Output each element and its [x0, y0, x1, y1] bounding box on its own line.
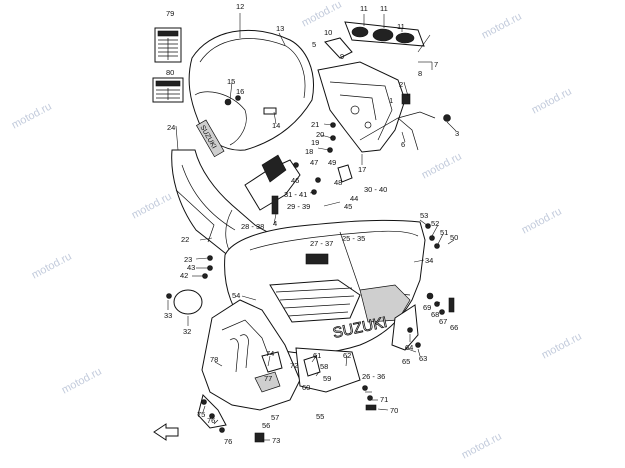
callout-14: 14 — [272, 121, 280, 130]
leader-lines — [167, 13, 457, 441]
callout-49: 49 — [328, 158, 336, 167]
callout-labels: 79 80 12 13 11 11 11 10 5 9 7 8 2 1 3 6 … — [164, 2, 459, 446]
callout-19: 19 — [311, 138, 319, 147]
callout-59: 59 — [323, 374, 331, 383]
callout-61: 61 — [313, 351, 321, 360]
callout-6: 6 — [401, 140, 405, 149]
callout-44: 44 — [350, 194, 358, 203]
callout-62: 62 — [343, 351, 351, 360]
callout-26-36: 26 - 36 — [362, 372, 385, 381]
callout-79: 79 — [166, 9, 174, 18]
callout-22: 22 — [181, 235, 189, 244]
callout-16: 16 — [236, 87, 244, 96]
callout-20: 20 — [316, 130, 324, 139]
callout-8: 8 — [418, 69, 422, 78]
callout-67: 67 — [439, 317, 447, 326]
front-arrow-icon — [153, 423, 179, 441]
callout-11: 11 — [380, 4, 388, 13]
callout-56: 56 — [262, 421, 270, 430]
callout-73: 73 — [272, 436, 280, 445]
callout-50: 50 — [450, 233, 458, 242]
callout-12: 12 — [236, 2, 244, 11]
callout-28-38: 28 - 38 — [241, 222, 264, 231]
fairing-bracket — [317, 61, 451, 153]
callout-10: 10 — [324, 28, 332, 37]
callout-43: 43 — [187, 263, 195, 272]
callout-74: 74 — [266, 349, 274, 358]
callout-53: 53 — [420, 211, 428, 220]
callout-7: 7 — [434, 60, 438, 69]
mirror-cover — [173, 289, 203, 315]
callout-2: 2 — [399, 80, 403, 89]
callout-72: 72 — [290, 361, 298, 370]
callout-27-37: 27 - 37 — [310, 239, 333, 248]
callout-25-35: 25 - 35 — [342, 234, 365, 243]
callout-60: 60 — [302, 383, 310, 392]
callout-1: 1 — [389, 96, 393, 105]
callout-17: 17 — [358, 165, 366, 174]
callout-45: 45 — [344, 202, 352, 211]
callout-70: 70 — [390, 406, 398, 415]
callout-78: 78 — [210, 355, 218, 364]
label-card-80 — [152, 77, 184, 103]
callout-58: 58 — [320, 362, 328, 371]
callout-15: 15 — [227, 77, 235, 86]
callout-4: 4 — [273, 219, 277, 228]
callout-76: 76 — [224, 437, 232, 446]
callout-55: 55 — [316, 412, 324, 421]
callout-5: 5 — [312, 40, 316, 49]
callout-80: 80 — [166, 68, 174, 77]
callout-24: 24 — [167, 123, 175, 132]
callout-64: 64 — [405, 343, 413, 352]
callout-47: 47 — [310, 158, 318, 167]
callout-11: 11 — [360, 4, 368, 13]
meter-cluster — [324, 21, 425, 59]
callout-23: 23 — [184, 255, 192, 264]
callout-71: 71 — [380, 395, 388, 404]
callout-76: 76 — [207, 416, 215, 425]
callout-9: 9 — [340, 52, 344, 61]
callout-29-39: 29 - 39 — [287, 202, 310, 211]
callout-57: 57 — [271, 413, 279, 422]
callout-21: 21 — [311, 120, 319, 129]
callout-54: 54 — [232, 291, 240, 300]
callout-32: 32 — [183, 327, 191, 336]
callout-31-41: 31 - 41 — [284, 190, 307, 199]
callout-63: 63 — [419, 354, 427, 363]
callout-11: 11 — [397, 22, 405, 31]
callout-18: 18 — [305, 147, 313, 156]
callout-33: 33 — [164, 311, 172, 320]
small-parts — [166, 95, 455, 443]
callout-69: 69 — [423, 303, 431, 312]
callout-30-40: 30 - 40 — [364, 185, 387, 194]
callout-65: 65 — [402, 357, 410, 366]
callout-52: 52 — [431, 219, 439, 228]
callout-48: 48 — [334, 178, 342, 187]
callout-66: 66 — [450, 323, 458, 332]
callout-75: 75 — [197, 410, 205, 419]
callout-46: 46 — [291, 176, 299, 185]
callout-13: 13 — [276, 24, 284, 33]
callout-3: 3 — [455, 129, 459, 138]
callout-68: 68 — [431, 310, 439, 319]
callout-42: 42 — [180, 271, 188, 280]
callout-51: 51 — [440, 228, 448, 237]
label-card-79 — [154, 27, 182, 63]
callout-34: 34 — [425, 256, 433, 265]
callout-77: 77 — [264, 374, 272, 383]
windscreen: SUZUKI — [188, 29, 314, 158]
